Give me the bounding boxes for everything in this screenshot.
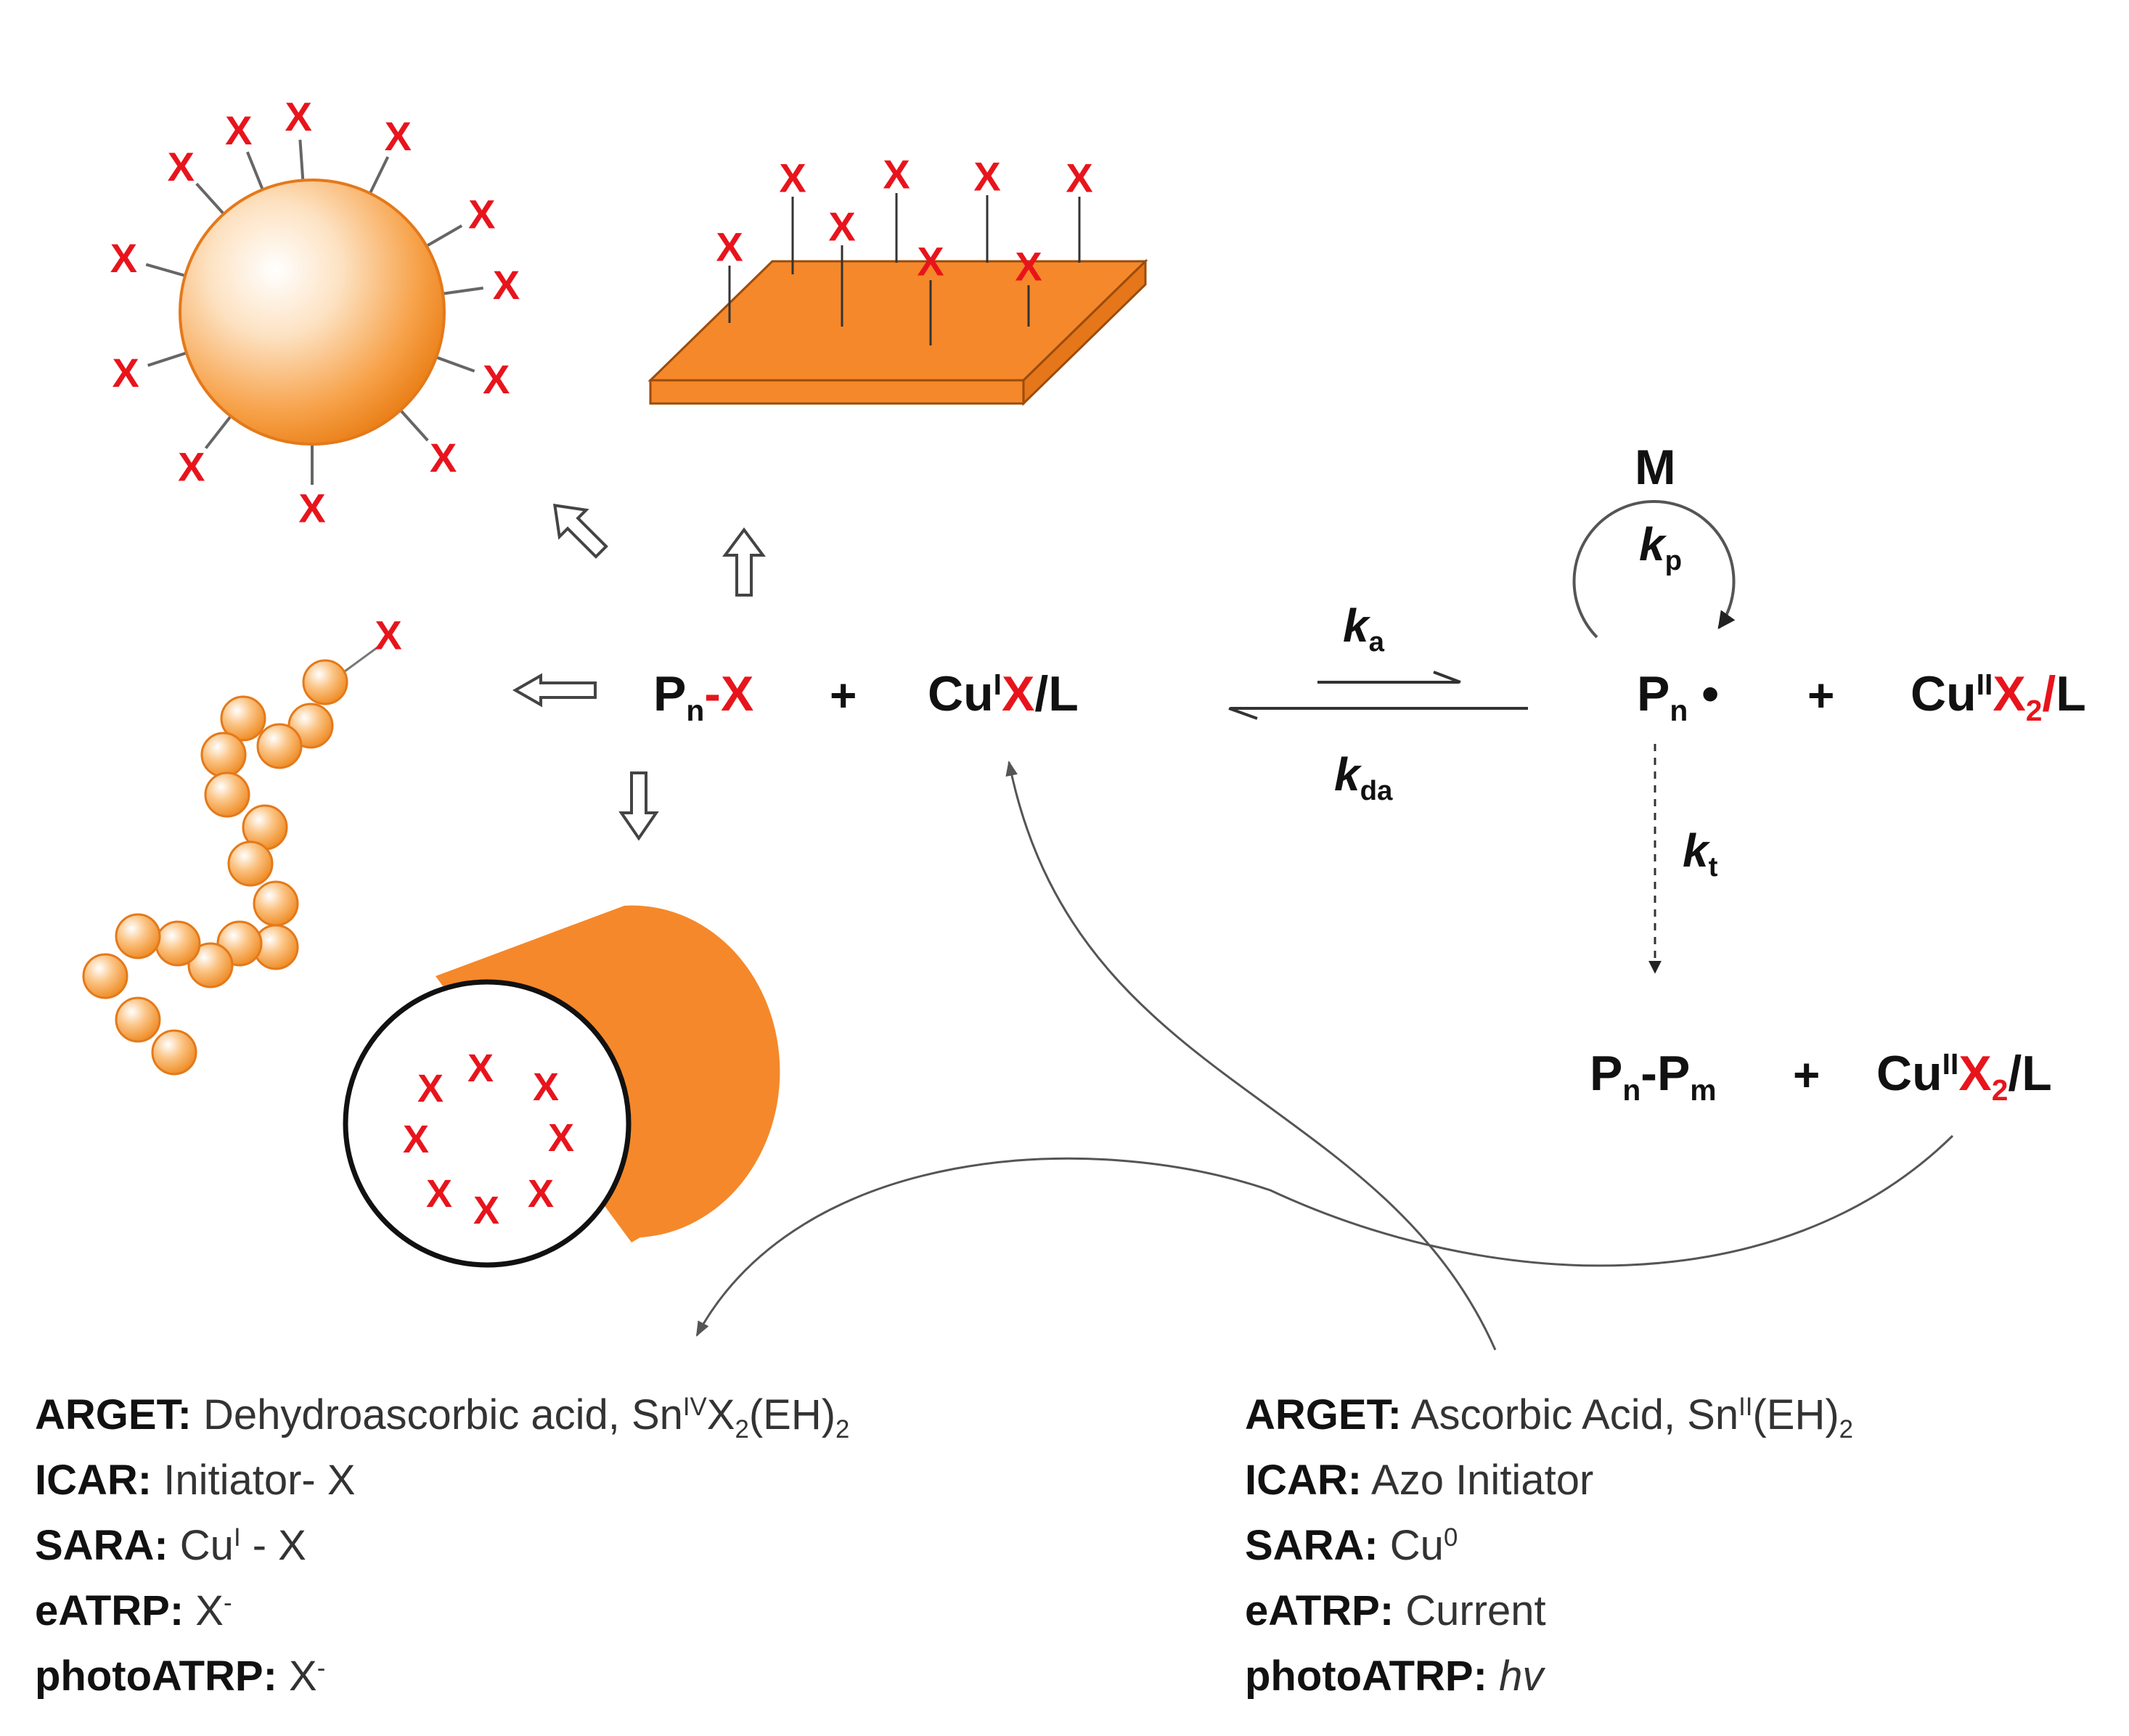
rate-constant-kda: kda xyxy=(1334,748,1393,807)
monomer-label: M xyxy=(1635,440,1676,495)
particle-initiator-x: X xyxy=(285,94,311,139)
hollow-arrow-up xyxy=(722,527,766,597)
particle-initiator-x: X xyxy=(168,144,195,189)
left-item-icar: ICAR: Initiator- X xyxy=(35,1457,356,1504)
polymer-bead xyxy=(187,942,234,988)
polymer-bead xyxy=(253,880,299,927)
left-item-eatrp: eATRP: X- xyxy=(35,1587,232,1634)
polymer-bead xyxy=(302,659,348,705)
regeneration-curve-to-activator xyxy=(1005,760,1497,1351)
surface-initiator-x: X xyxy=(828,204,855,250)
right-item-photoatrp: photoATRP: hv xyxy=(1245,1653,1544,1700)
radical-species: Pn • xyxy=(1637,666,1719,728)
particle-initiator-x: X xyxy=(298,486,325,531)
surface-initiator-x: X xyxy=(779,155,806,201)
dead-polymer: Pn-Pm xyxy=(1590,1046,1717,1107)
propagation-loop xyxy=(1572,499,1736,639)
particle-initiator-x: X xyxy=(493,262,520,308)
surface-initiator-x: X xyxy=(917,239,944,284)
cylinder-opening xyxy=(343,979,632,1268)
pore-initiator-x: X xyxy=(426,1172,452,1216)
hollow-arrow-upleft xyxy=(552,503,608,559)
deactivator-complex: CuIIX2/L xyxy=(1911,666,2086,728)
particle-tether xyxy=(298,139,305,182)
hollow-arrow-down xyxy=(618,771,659,841)
polymer-bead xyxy=(151,1029,197,1076)
right-item-arget: ARGET: Ascorbic Acid, SnII(EH)2 xyxy=(1245,1391,1854,1444)
particle-tether xyxy=(441,286,483,295)
pore-initiator-x: X xyxy=(417,1067,444,1110)
particle-initiator-x: X xyxy=(113,350,139,396)
polymer-bead xyxy=(204,771,250,818)
polymer-bead xyxy=(220,695,266,742)
particle-tether xyxy=(434,355,475,373)
equilibrium-arrows xyxy=(1228,671,1528,720)
left-item-sara: SARA: CuI - X xyxy=(35,1522,306,1569)
plus-sign-3: + xyxy=(1793,1049,1821,1101)
rate-constant-kp: kp xyxy=(1639,518,1683,577)
surface-initiator-x: X xyxy=(716,224,743,270)
particle-tether xyxy=(145,263,187,278)
surface-initiator-x: X xyxy=(1066,155,1092,201)
polymer-bead xyxy=(115,996,161,1043)
particle-initiator-x: X xyxy=(178,443,205,489)
hollow-arrows xyxy=(512,503,766,841)
polymer-bead xyxy=(115,913,161,959)
deactivator-to-products-curve xyxy=(695,1134,1954,1337)
particle-tether xyxy=(424,224,463,248)
surface-side xyxy=(1022,258,1147,406)
activator-complex: CuIX/L xyxy=(928,666,1079,721)
surface-initiator-x: X xyxy=(1015,244,1042,290)
particle-initiator-x: X xyxy=(430,435,457,480)
left-item-arget: ARGET: Dehydroascorbic acid, SnIVX2(EH)2 xyxy=(35,1391,850,1444)
dormant-species: Pn-X xyxy=(653,666,754,728)
pore-initiator-x: X xyxy=(473,1189,499,1232)
rate-constant-kt: kt xyxy=(1683,824,1718,883)
plus-sign-1: + xyxy=(830,669,857,721)
right-item-eatrp: eATRP: Current xyxy=(1245,1587,1546,1634)
polymer-bead xyxy=(82,953,128,999)
polymer-bead xyxy=(200,732,247,778)
right-item-sara: SARA: Cu0 xyxy=(1245,1522,1458,1569)
pore-initiator-x: X xyxy=(533,1065,559,1109)
polymer-bead xyxy=(256,723,303,769)
left-item-photoatrp: photoATRP: X- xyxy=(35,1653,326,1700)
right-item-icar: ICAR: Azo Initiator xyxy=(1245,1457,1594,1504)
plus-sign-2: + xyxy=(1807,669,1835,721)
polymer-bead xyxy=(155,920,201,967)
surface-initiator-x: X xyxy=(973,154,1000,200)
surface-initiator-x: X xyxy=(883,152,910,197)
particle-initiator-x: X xyxy=(385,113,412,159)
deactivator-complex-2: CuIIX2/L xyxy=(1876,1046,2052,1107)
particle-initiator-x: X xyxy=(483,356,510,402)
particle-initiator-x: X xyxy=(110,235,137,281)
pore-initiator-x: X xyxy=(403,1118,429,1161)
particle-initiator-x: X xyxy=(468,192,495,237)
pore-initiator-x: X xyxy=(548,1116,574,1160)
polymer-bead xyxy=(227,840,274,887)
particle-tether xyxy=(398,408,429,442)
polymer-chain-graphic: X xyxy=(82,613,402,1076)
particle-tether xyxy=(147,351,189,367)
pore-initiator-x: X xyxy=(528,1172,554,1216)
particle-tether xyxy=(245,151,265,192)
surface-front xyxy=(649,379,1025,405)
pore-initiator-x: X xyxy=(467,1047,494,1090)
chain-end-initiator-x: X xyxy=(375,613,401,658)
particle-initiator-x: X xyxy=(225,107,252,153)
rate-constant-ka: ka xyxy=(1343,599,1384,658)
particle-tether xyxy=(195,182,226,216)
particle-tether xyxy=(204,414,233,449)
particle-sphere xyxy=(179,179,446,446)
hollow-arrow-left xyxy=(512,673,597,708)
surface-top xyxy=(647,260,1148,382)
left-method-list: ARGET: Dehydroascorbic acid, SnIVX2(EH)2… xyxy=(35,1383,849,1709)
right-method-list: ARGET: Ascorbic Acid, SnII(EH)2 ICAR: Az… xyxy=(1245,1383,1853,1709)
particle-tether xyxy=(368,156,390,196)
